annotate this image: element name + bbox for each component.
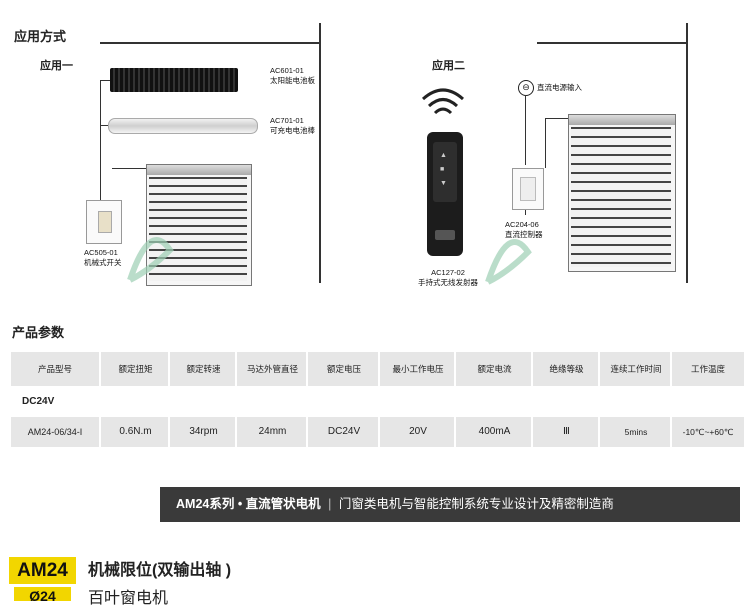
th-min-voltage: 最小工作电压: [378, 352, 456, 386]
app1-wire-switch: [112, 168, 148, 169]
th-voltage: 额定电压: [306, 352, 380, 386]
remote-control-image: ▲ ■ ▼: [427, 132, 463, 256]
model-badge: AM24: [9, 557, 76, 584]
receiver-model: AC204-06: [505, 220, 539, 229]
app1-wire-vertical: [100, 80, 101, 200]
product-title: 机械限位(双输出轴 ): [88, 562, 232, 579]
td-current: 400mA: [454, 417, 533, 447]
th-insulation: 绝缘等级: [531, 352, 600, 386]
th-model: 产品型号: [37, 364, 72, 374]
receiver-image: [512, 168, 544, 210]
watermark-logo-icon-2: [485, 239, 532, 285]
mechanical-switch-image: [86, 200, 122, 244]
app2-wall-line: [686, 23, 688, 283]
td-torque: 0.6N.m: [99, 417, 170, 447]
section-title-parameters: 产品参数: [12, 325, 65, 340]
solar-panel-model: AC601-01: [270, 66, 304, 75]
section-title-application: 应用方式: [14, 29, 67, 44]
product-subtitle: 百叶窗电机: [88, 590, 169, 607]
banner-series: AM24系列 • 直流管状电机: [176, 497, 321, 511]
battery-tube-name: 可充电电池棒: [270, 126, 315, 135]
app1-blinds-image: [146, 164, 252, 286]
battery-tube-model: AC701-01: [270, 116, 304, 125]
remote-model: AC127-02: [431, 268, 465, 277]
solar-panel-image: [110, 68, 238, 92]
app1-ceiling-line: [100, 42, 320, 44]
th-diameter: 马达外管直径: [235, 352, 308, 386]
banner-divider: |: [328, 497, 332, 511]
td-work-time: 5mins: [598, 417, 672, 447]
watermark-logo-icon: [127, 237, 174, 283]
app2-wire-power: [525, 95, 526, 165]
remote-name: 手持式无线发射器: [418, 278, 478, 287]
param-table-header: 产品型号 额定扭矩 额定转速 马达外管直径 额定电压 最小工作电压 额定电流 绝…: [11, 352, 744, 386]
receiver-label: AC204-06 直流控制器: [505, 220, 543, 240]
battery-tube-label: AC701-01 可充电电池棒: [270, 116, 315, 136]
th-work-time: 连续工作时间: [598, 352, 672, 386]
th-torque: 额定扭矩: [99, 352, 170, 386]
app2-wire-right: [545, 118, 546, 168]
th-current: 额定电流: [454, 352, 533, 386]
solar-panel-label: AC601-01 太阳能电池板: [270, 66, 315, 86]
app1-wire-mid: [100, 125, 108, 126]
app2-ceiling-line: [537, 42, 687, 44]
th-speed: 额定转速: [168, 352, 237, 386]
wireless-signal-icon: [421, 88, 465, 115]
param-group-label: DC24V: [22, 396, 55, 407]
table-row: AM24-06/34-I 0.6N.m 34rpm 24mm DC24V 20V…: [11, 417, 744, 447]
app1-wire-top: [100, 80, 110, 81]
remote-label: AC127-02 手持式无线发射器: [418, 268, 478, 288]
switch-label: AC505-01 机械式开关: [84, 248, 122, 268]
series-banner: AM24系列 • 直流管状电机 | 门窗类电机与智能控制系统专业设计及精密制造商: [160, 487, 740, 522]
app2-blinds-image: [568, 114, 676, 272]
td-min-voltage: 20V: [378, 417, 456, 447]
app2-label: 应用二: [432, 60, 465, 72]
switch-model: AC505-01: [84, 248, 118, 257]
power-input-label: 直流电源输入: [537, 83, 582, 92]
app2-wire-top: [545, 118, 570, 119]
solar-panel-name: 太阳能电池板: [270, 76, 315, 85]
app1-wall-line: [319, 23, 321, 283]
td-speed: 34rpm: [168, 417, 237, 447]
td-diameter: 24mm: [235, 417, 308, 447]
td-temperature: -10℃~+60℃: [670, 417, 744, 447]
power-input-icon: ⊖: [518, 80, 534, 96]
th-temperature: 工作温度: [670, 352, 744, 386]
td-model: AM24-06/34-I: [27, 427, 83, 437]
td-voltage: DC24V: [306, 417, 380, 447]
diameter-badge: Ø24: [14, 587, 71, 601]
receiver-name: 直流控制器: [505, 230, 543, 239]
switch-name: 机械式开关: [84, 258, 122, 267]
td-insulation: Ⅲ: [531, 417, 600, 447]
banner-slogan: 门窗类电机与智能控制系统专业设计及精密制造商: [338, 497, 614, 511]
battery-tube-image: [108, 118, 258, 134]
app1-label: 应用一: [40, 60, 73, 72]
